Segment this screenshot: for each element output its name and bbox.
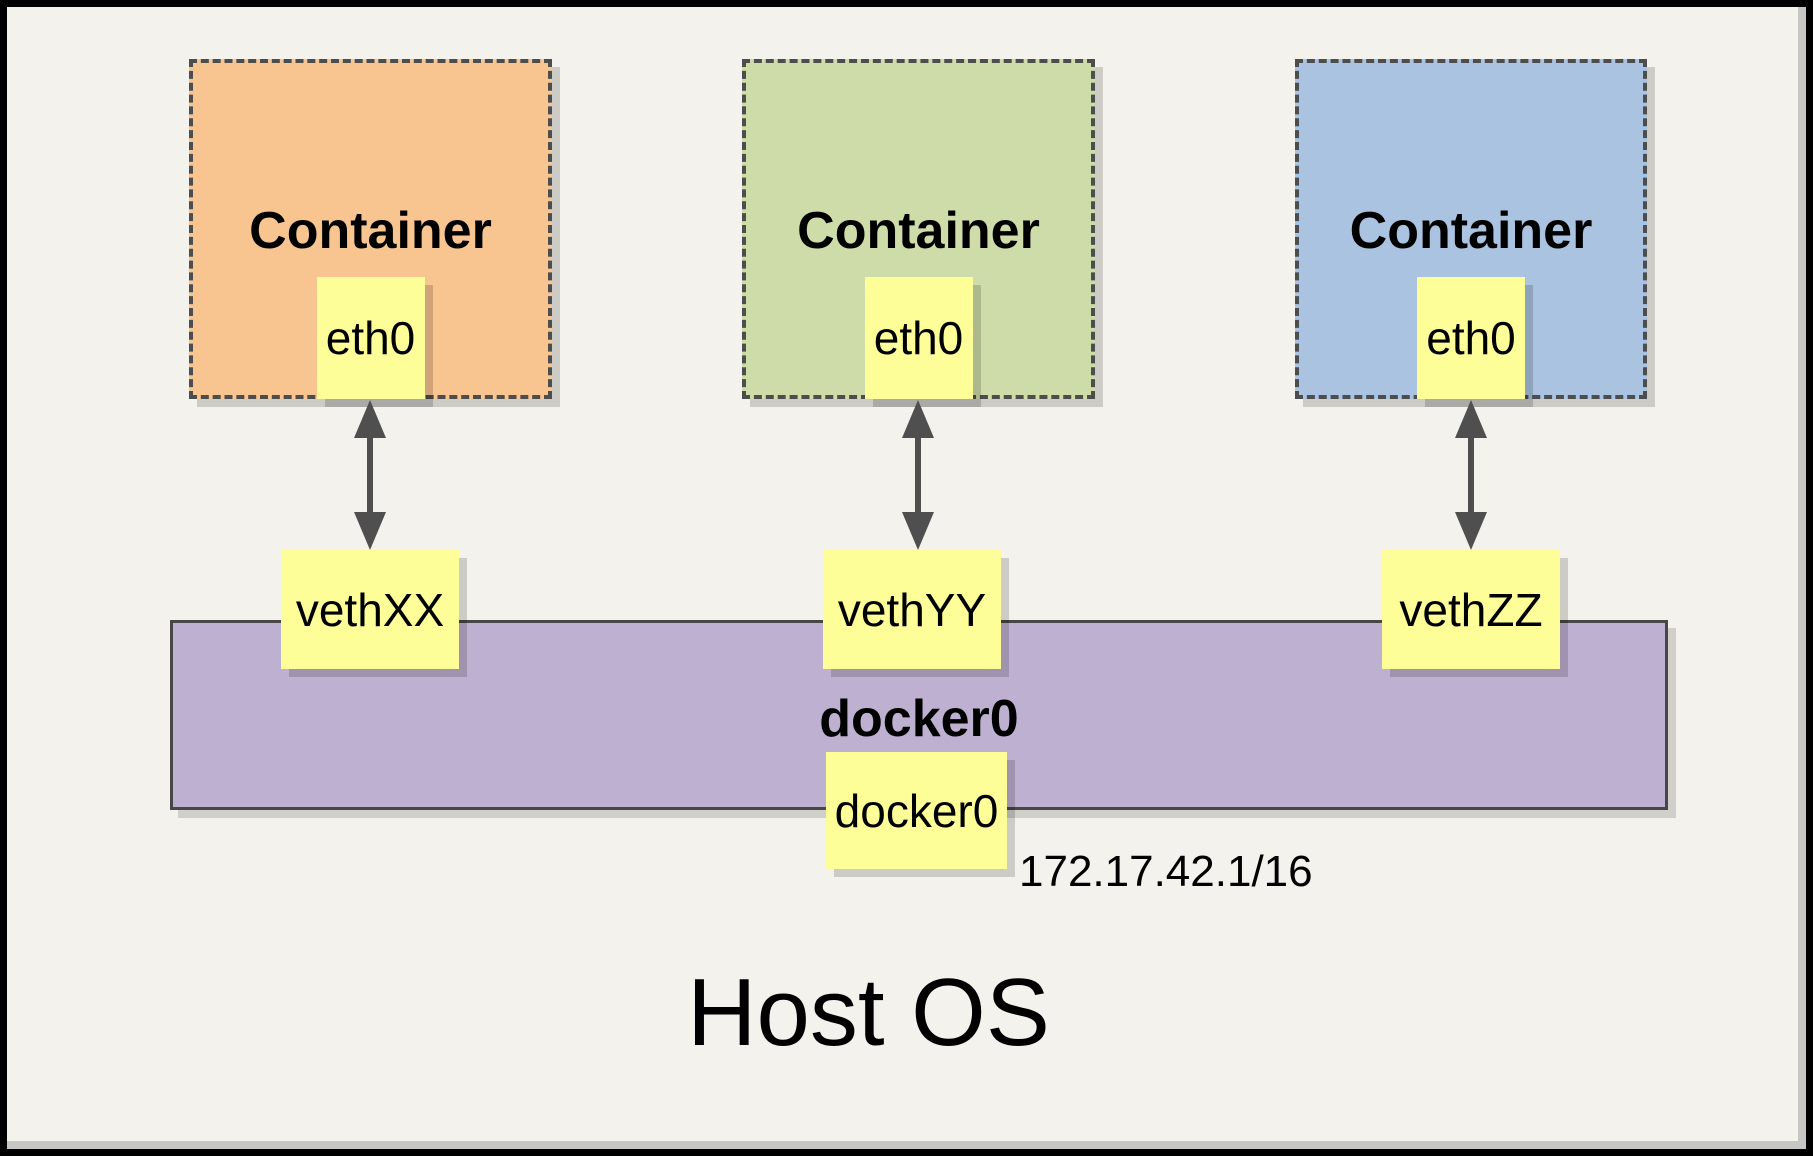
veth-interface-label: vethXX bbox=[295, 583, 445, 636]
veth-interface-box: vethYY bbox=[823, 550, 1001, 669]
eth0-interface-box: eth0 bbox=[1417, 277, 1525, 399]
bidirectional-arrow-icon bbox=[354, 400, 386, 550]
container-box-2: Container eth0 bbox=[742, 59, 1095, 399]
subnet-address-label: 172.17.42.1/16 bbox=[1019, 847, 1313, 896]
eth0-interface-box: eth0 bbox=[316, 277, 425, 399]
eth0-interface-box: eth0 bbox=[864, 277, 973, 399]
eth0-interface-label: eth0 bbox=[325, 312, 416, 364]
container-title: Container bbox=[249, 202, 492, 260]
bridge-label: docker0 bbox=[819, 690, 1019, 748]
host-os-label: Host OS bbox=[687, 959, 1050, 1066]
bidirectional-arrow-icon bbox=[1455, 400, 1487, 550]
diagram-canvas: Container eth0 Container eth0 Container … bbox=[7, 7, 1806, 1149]
veth-interface-box: vethZZ bbox=[1382, 550, 1560, 669]
veth-interface-label: vethZZ bbox=[1399, 583, 1543, 636]
veth-interface-box: vethXX bbox=[281, 550, 459, 669]
container-box-3: Container eth0 bbox=[1295, 59, 1647, 399]
eth0-interface-label: eth0 bbox=[1426, 312, 1516, 364]
veth-interface-label: vethYY bbox=[837, 583, 987, 636]
eth0-interface-label: eth0 bbox=[873, 312, 964, 364]
docker0-interface-label: docker0 bbox=[834, 784, 999, 837]
container-title: Container bbox=[1349, 202, 1593, 260]
docker0-interface-box: docker0 bbox=[826, 752, 1007, 869]
container-title: Container bbox=[797, 202, 1040, 260]
bidirectional-arrow-icon bbox=[902, 400, 934, 550]
container-box-1: Container eth0 bbox=[189, 59, 552, 399]
